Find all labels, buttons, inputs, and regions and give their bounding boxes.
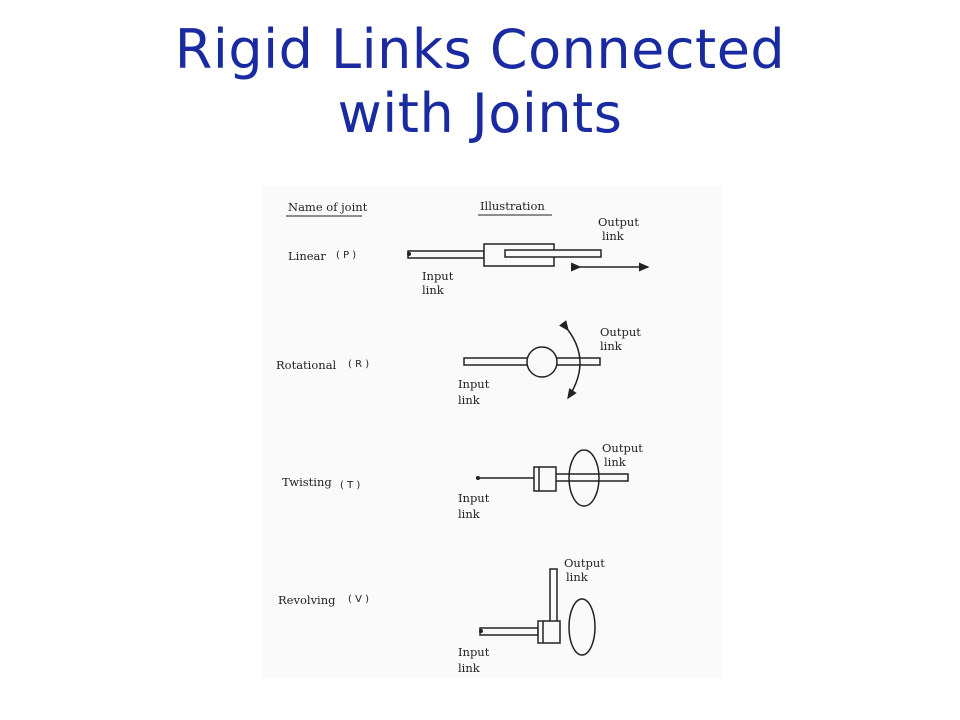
title-line-2: with Joints xyxy=(337,82,623,145)
input-link-bar xyxy=(463,357,537,366)
output-label-1: Output xyxy=(598,215,639,229)
input-label-1: Input xyxy=(458,645,490,659)
linear-joint-illustration xyxy=(407,243,650,272)
output-link-bar xyxy=(504,249,602,258)
joint-twisting: Twisting ( T ) Input link Output link xyxy=(282,441,643,521)
input-label-2: link xyxy=(458,661,481,675)
output-label-1: Output xyxy=(602,441,643,455)
revolving-joint-illustration xyxy=(479,568,596,656)
output-link-bar xyxy=(551,473,629,482)
revolve-housing xyxy=(537,620,561,644)
output-link-bar xyxy=(549,568,558,625)
joint-types-figure: Name of joint Illustration Linear ( P ) … xyxy=(262,186,722,678)
output-label-2: link xyxy=(604,455,627,469)
input-label-1: Input xyxy=(458,491,490,505)
output-label-1: Output xyxy=(564,556,605,570)
twist-arrow xyxy=(568,449,600,507)
output-label-2: link xyxy=(602,229,625,243)
pin-disc xyxy=(526,346,558,378)
revolve-arrow xyxy=(568,598,596,656)
input-end-point xyxy=(476,476,480,480)
output-label-2: link xyxy=(566,570,589,584)
input-label-2: link xyxy=(458,507,481,521)
title-line-1: Rigid Links Connected xyxy=(174,18,786,81)
input-link-bar xyxy=(407,250,485,259)
joint-symbol: ( V ) xyxy=(348,594,369,605)
input-link-bar xyxy=(479,627,539,636)
input-label-2: link xyxy=(422,283,445,297)
input-label-1: Input xyxy=(458,377,490,391)
joint-symbol: ( T ) xyxy=(340,480,360,491)
joint-name: Revolving xyxy=(278,593,336,607)
output-label-1: Output xyxy=(600,325,641,339)
input-label-1: Input xyxy=(422,269,454,283)
output-label-2: link xyxy=(600,339,623,353)
rotational-joint-illustration xyxy=(463,320,601,400)
twist-housing xyxy=(533,466,557,492)
input-label-2: link xyxy=(458,393,481,407)
joint-name: Rotational xyxy=(276,358,337,372)
input-end-point xyxy=(407,252,411,256)
header-illustration: Illustration xyxy=(480,199,545,213)
joint-diagram: Name of joint Illustration Linear ( P ) … xyxy=(276,199,650,675)
rotation-arrow xyxy=(559,320,581,400)
slide-title: Rigid Links Connected with Joints xyxy=(0,18,960,146)
joint-symbol: ( R ) xyxy=(348,359,369,370)
header-name-of-joint: Name of joint xyxy=(288,200,368,214)
joint-symbol: ( P ) xyxy=(336,250,356,261)
twisting-joint-illustration xyxy=(478,449,629,507)
joint-revolving: Revolving ( V ) Input link Output link xyxy=(278,556,605,675)
output-link-bar xyxy=(553,357,601,366)
joint-name: Linear xyxy=(288,249,326,263)
input-end-point xyxy=(479,629,483,633)
joint-name: Twisting xyxy=(282,475,332,489)
joint-linear: Linear ( P ) Input link Output link xyxy=(288,215,650,297)
joint-rotational: Rotational ( R ) Input link Output link xyxy=(276,320,641,407)
